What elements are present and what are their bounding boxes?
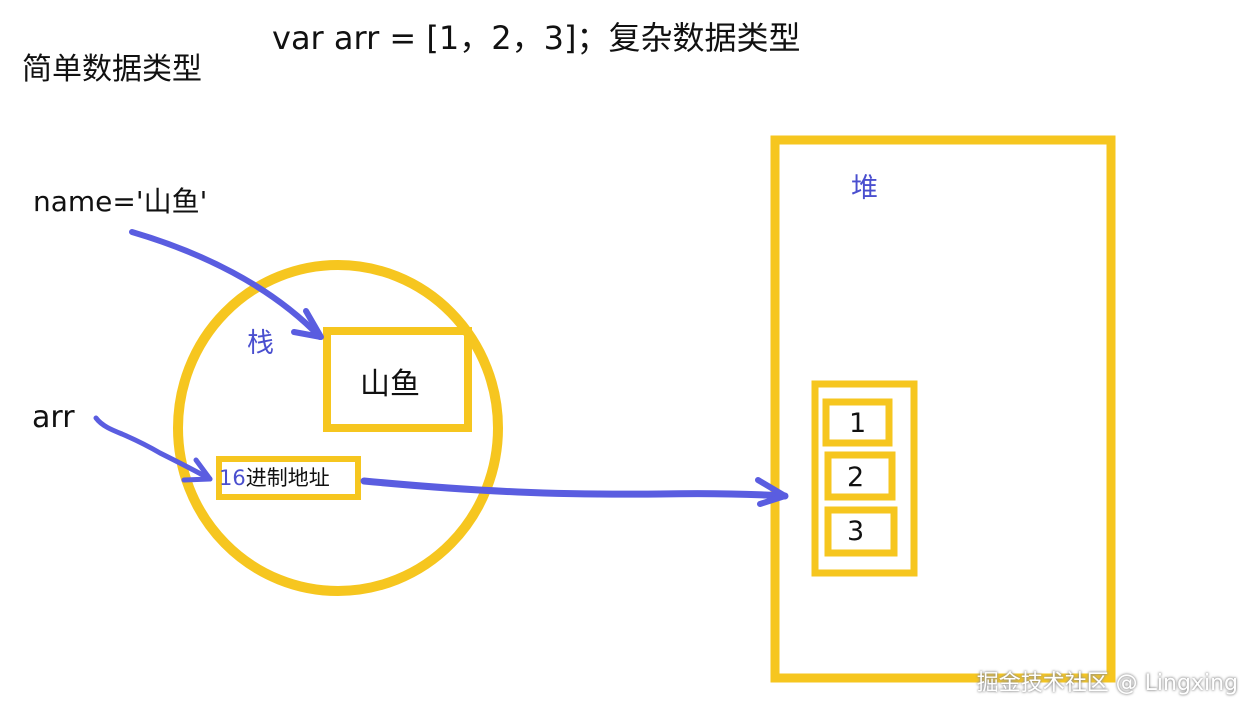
complex-types-heading: var arr = [1，2，3]；复杂数据类型 [272,19,801,57]
hex-address-number: 16 [219,466,246,490]
array-item-value: 3 [847,516,865,547]
address-to-heap-arrow [360,477,789,500]
name-assignment-label: name='山鱼' [33,185,208,218]
arr-arrow-head [181,457,213,483]
name-to-stack-arrow [129,229,323,340]
stack-value: 山鱼 [360,367,420,402]
arr-to-address-arrow [93,415,213,482]
name-arrow-head [291,308,324,340]
stack-value-box [323,327,472,432]
arr-label: arr [32,400,75,435]
array-container-box [811,380,918,577]
watermark: 掘金技术社区 @ Lingxing [976,671,1238,696]
array-item-value: 2 [847,462,865,493]
stack-label: 栈 [247,328,274,359]
address-box [216,456,361,500]
hex-address-text: 进制地址 [245,466,330,490]
stack-circle [173,260,503,596]
heap-arrow-head [755,477,788,507]
simple-types-heading: 简单数据类型 [22,52,202,87]
heap-label: 堆 [851,173,878,204]
heap-box [770,135,1116,683]
array-item-box [822,398,893,447]
array-item-box [824,506,898,557]
array-item-value: 1 [849,408,867,439]
hex-address-label: 16进制地址 [219,468,330,489]
array-item-box [824,451,896,501]
